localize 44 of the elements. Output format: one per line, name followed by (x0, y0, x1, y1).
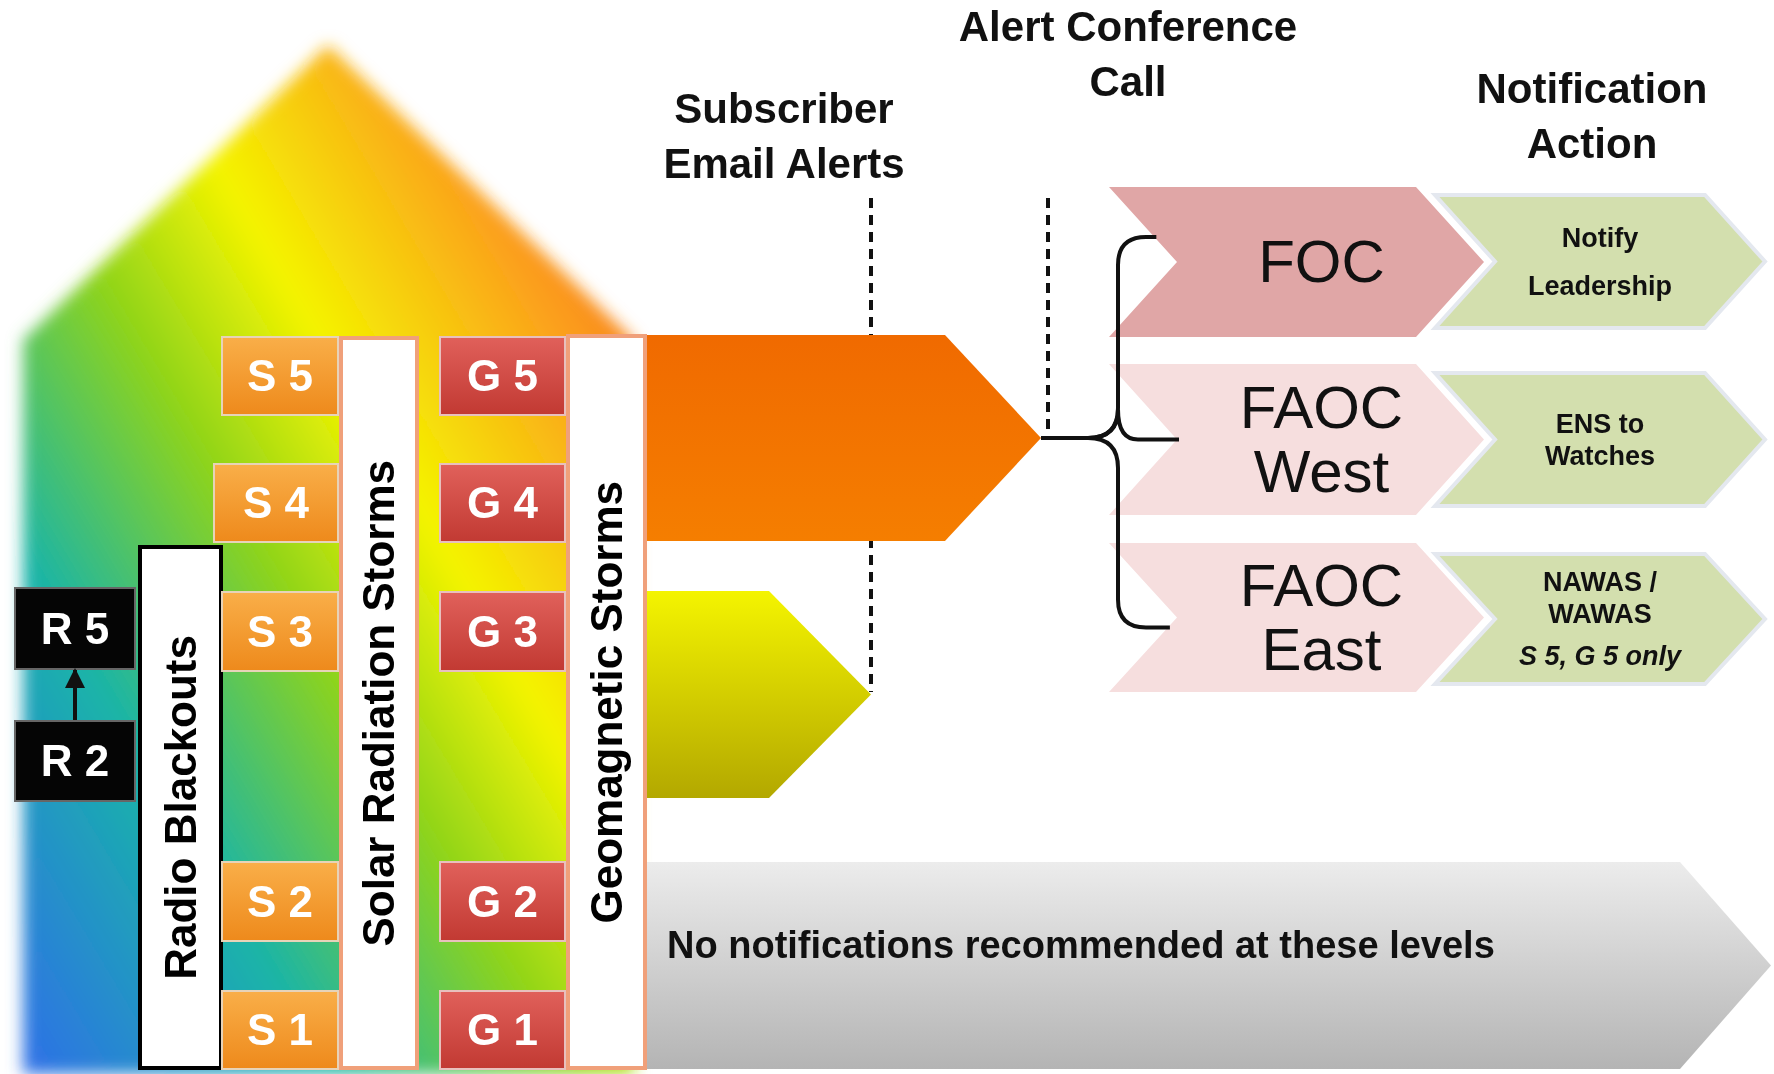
scale-level-box (439, 591, 566, 672)
scale-level-box (213, 463, 339, 543)
scale-level-box (14, 720, 136, 802)
level-label: G 5 (467, 351, 538, 401)
level-label: S 5 (246, 351, 313, 401)
category-label: Solar Radiation Storms (354, 459, 404, 947)
scale-level-box (221, 861, 339, 942)
node-label: FOC (1257, 230, 1386, 294)
level-label: G 4 (467, 478, 538, 528)
level-label: G 2 (467, 876, 538, 927)
category-box (138, 545, 223, 1070)
node-label: FAOC East (1238, 553, 1405, 682)
level-label: S 2 (246, 876, 313, 927)
scale-level-box (221, 990, 339, 1070)
category-label: Geomagnetic Storms (581, 480, 632, 924)
arrow-shape (647, 591, 871, 798)
scale-level-box (14, 587, 136, 670)
scale-level-box (439, 336, 566, 416)
arrow-shape (647, 335, 1041, 541)
node-label: No notifications recommended at these levels (667, 924, 1495, 967)
chevron-shape (1109, 187, 1484, 337)
scale-level-box (439, 990, 566, 1070)
scale-level-box (439, 463, 566, 543)
level-label: R 5 (40, 603, 110, 654)
level-label: S 4 (242, 478, 309, 528)
scale-level-box (221, 336, 339, 416)
arrow-shape (647, 862, 1771, 1069)
scale-level-box (221, 591, 339, 672)
scale-level-box (439, 861, 566, 942)
level-label: G 1 (467, 1005, 538, 1055)
category-box (339, 336, 419, 1070)
level-label: R 2 (40, 736, 110, 786)
arrow (65, 668, 85, 720)
chevron-shape (1109, 364, 1484, 515)
column-heading: Subscriber Email Alerts (662, 84, 906, 189)
category-label: Radio Blackouts (155, 635, 206, 980)
chevron-shape (1109, 543, 1484, 692)
level-label: S 1 (246, 1005, 313, 1055)
level-label: G 3 (467, 606, 538, 657)
column-heading: Alert Conference Call (957, 2, 1299, 107)
node-label: FAOC West (1238, 375, 1405, 504)
category-box (566, 334, 647, 1070)
level-label: S 3 (246, 606, 313, 657)
column-heading: Notification Action (1475, 64, 1709, 169)
